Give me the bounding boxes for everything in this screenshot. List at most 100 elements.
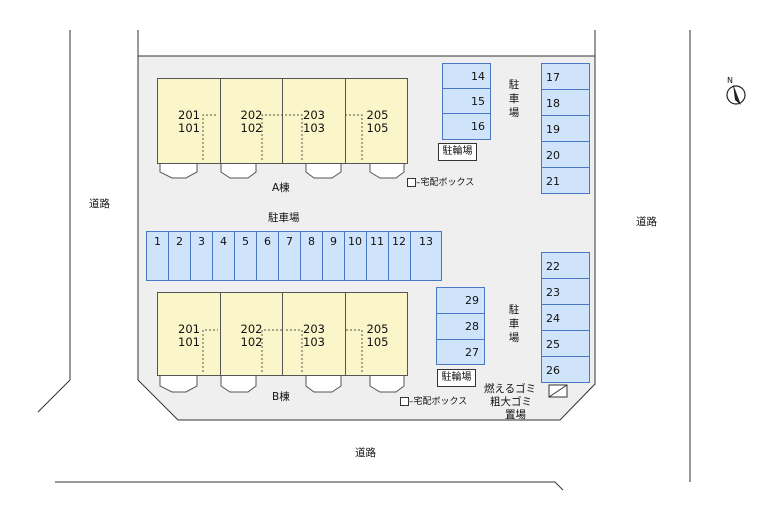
parking-slot: 8 [300,231,323,281]
building-a-unit: 205 105 [346,79,409,163]
slot-number: 23 [546,286,560,299]
parking-slot: 1 [146,231,169,281]
left-road-edge [37,30,71,413]
parking-slot: 22 [541,252,590,279]
parking-slot: 9 [322,231,345,281]
slot-number: 1 [154,235,161,248]
slot-number: 11 [370,235,384,248]
unit-lower-number: 102 [240,335,263,349]
slot-number: 10 [348,235,362,248]
delivery-box-bottom-text: 宅配ボックス [413,397,468,407]
unit-lower-number: 105 [366,121,389,135]
slot-number: 8 [308,235,315,248]
slot-number: 22 [546,260,560,273]
parking-slot: 29 [436,287,485,314]
unit-lower-number: 103 [303,335,325,349]
unit-upper-number: 203 [303,322,325,336]
slot-number: 12 [392,235,406,248]
slot-number: 6 [264,235,271,248]
garbage-label-line3: 置場 [505,409,526,421]
slot-number: 16 [471,120,485,133]
road-label-bottom: 道路 [355,447,376,459]
slot-number: 17 [546,71,560,84]
parking-col-upper-outer: 17 18 19 20 21 [541,63,590,194]
building-a: 201 101 202 102 203 103 205 105 [157,78,408,164]
building-a-unit: 202 102 [221,79,283,163]
unit-lower-number: 102 [240,121,263,135]
unit-upper-number: 202 [240,322,263,336]
slot-number: 2 [176,235,183,248]
slot-number: 3 [198,235,205,248]
parking-slot: 12 [388,231,411,281]
slot-number: 29 [465,294,479,307]
compass-icon [726,84,746,105]
slot-number: 18 [546,97,560,110]
parking-slot: 28 [436,313,485,340]
delivery-box-top-text: 宅配ボックス [420,178,475,188]
unit-upper-number: 203 [303,108,325,122]
delivery-box-top-label: –宅配ボックス [416,178,475,188]
road-label-right: 道路 [636,216,657,228]
garbage-label-line2: 粗大ゴミ [490,396,532,408]
slot-number: 19 [546,123,560,136]
center-parking-label: 駐車場 [268,212,300,224]
unit-lower-number: 101 [178,121,200,135]
parking-slot: 7 [278,231,301,281]
parking-slot: 25 [541,330,590,357]
parking-row-center: 1 2 3 4 5 6 7 8 9 10 11 12 13 [146,231,442,281]
unit-upper-number: 205 [366,108,389,122]
building-a-unit: 203 103 [283,79,346,163]
unit-upper-number: 202 [240,108,263,122]
unit-upper-number: 201 [178,322,200,336]
slot-number: 28 [465,320,479,333]
delivery-box-icon [400,397,409,406]
parking-slot: 23 [541,278,590,305]
bottom-road-edge [55,481,564,491]
slot-number: 4 [220,235,227,248]
parking-col-upper-inner: 14 15 16 [442,63,491,140]
slot-number: 5 [242,235,249,248]
bicycle-parking-top: 駐輪場 [438,143,477,161]
slot-number: 27 [465,346,479,359]
lot-top-fence [137,30,596,57]
parking-slot: 3 [190,231,213,281]
parking-slot: 18 [541,89,590,116]
parking-col-lower-inner: 29 28 27 [436,287,485,365]
parking-slot: 10 [344,231,367,281]
slot-number: 21 [546,175,560,188]
parking-slot: 27 [436,339,485,365]
parking-slot: 13 [410,231,442,281]
building-a-unit: 201 101 [158,79,221,163]
slot-number: 9 [330,235,337,248]
parking-slot: 2 [168,231,191,281]
parking-slot: 17 [541,63,590,90]
building-b-unit: 202 102 [221,293,283,375]
slot-number: 13 [419,235,433,248]
road-label-left: 道路 [89,198,110,210]
unit-lower-number: 105 [366,335,389,349]
parking-slot: 26 [541,356,590,383]
parking-label-right-top: 駐車場 [508,79,520,119]
parking-slot: 19 [541,115,590,142]
parking-label-right-bottom: 駐車場 [508,304,520,344]
slot-number: 20 [546,149,560,162]
parking-slot: 20 [541,141,590,168]
parking-slot: 16 [442,113,491,140]
unit-lower-number: 103 [303,121,325,135]
unit-upper-number: 201 [178,108,200,122]
unit-upper-number: 205 [366,322,389,336]
parking-slot: 6 [256,231,279,281]
slot-number: 7 [286,235,293,248]
parking-slot: 14 [442,63,491,89]
bicycle-parking-bottom: 駐輪場 [437,369,476,387]
compass-north-label: N [727,76,733,85]
slot-number: 14 [471,70,485,83]
parking-slot: 15 [442,88,491,114]
slot-number: 24 [546,312,560,325]
slot-number: 25 [546,338,560,351]
delivery-box-icon [407,178,416,187]
parking-slot: 5 [234,231,257,281]
garbage-label-line1: 燃えるゴミ [484,383,537,395]
parking-col-lower-outer: 22 23 24 25 26 [541,252,590,383]
building-b-unit: 203 103 [283,293,346,375]
